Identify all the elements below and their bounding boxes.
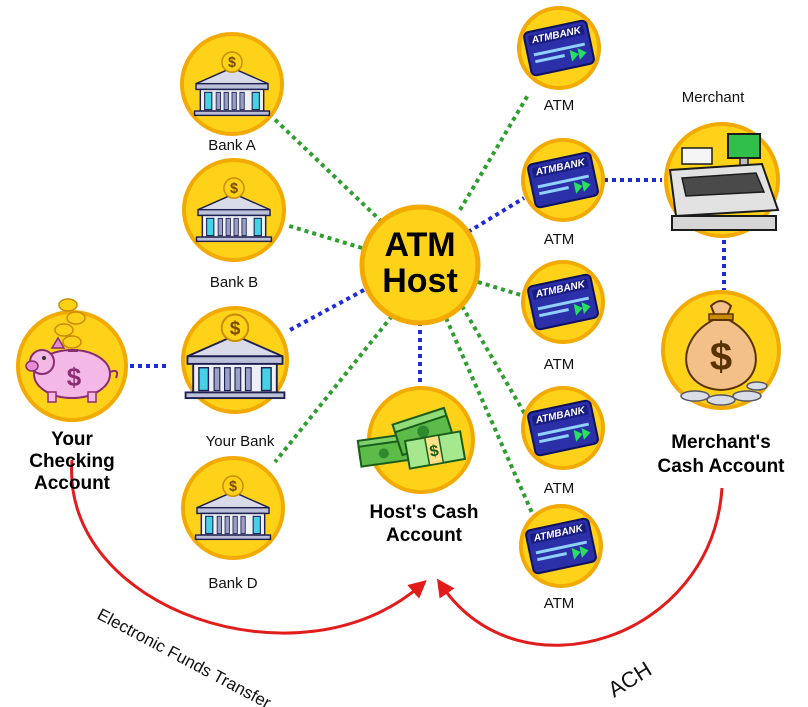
eft-flow-arrow [70,459,427,635]
network-links [130,93,726,541]
your-bank [181,306,289,414]
link-hub-atm-4 [460,304,528,418]
atm-2-label: ATM [544,231,575,248]
atm-host-line2: Host [382,262,458,300]
atm-2 [521,138,605,222]
atm-4 [521,386,605,470]
bank-b [182,158,286,262]
bank-d [181,456,285,560]
link-hub-bank-d [273,314,394,464]
link-hub-your-bank [289,288,365,332]
atm-4-label: ATM [544,480,575,497]
merchant-cash-label-line2: Cash Account [657,456,785,477]
atm-5 [519,504,603,588]
merchant-cash-label-line1: Merchant's [671,432,771,453]
atm-3-label: ATM [544,356,575,373]
checking-label-line1: Your [51,429,93,450]
svg-text:$: $ [428,442,440,460]
link-hub-atm-2 [466,196,526,234]
svg-text:$: $ [67,362,82,392]
bank-a-label: Bank A [208,137,256,154]
link-hub-atm-3 [477,280,525,298]
atm-host-hub: ATM Host [359,204,481,326]
merchant-node [664,122,780,238]
host-cash-label-line2: Account [386,525,463,546]
bank-b-label: Bank B [210,274,258,291]
atm-host-disc [359,204,481,326]
atm-3 [521,260,605,344]
eft-label: Electronic Funds Transfer [94,605,274,707]
link-hub-bank-a [263,108,384,224]
link-hub-atm-1 [458,93,530,212]
atm-1-label: ATM [544,97,575,114]
ach-flow-arrow [436,487,724,647]
atm-1 [517,6,601,90]
host-cash-label-line1: Host's Cash [369,502,478,523]
atm-5-label: ATM [544,595,575,612]
link-hub-bank-b [285,223,363,250]
host-cash-node: $ [356,386,475,494]
link-hub-atm-5 [444,317,546,541]
cash-stack-icon: $ [356,406,467,470]
money-bag-icon: $ [685,300,757,392]
svg-text:$: $ [710,335,732,379]
piggy-bank-icon: $ [25,336,119,403]
checking-label-line2: Checking [29,451,115,472]
merchant-cash-node: $ [661,290,781,410]
bank-a [180,32,284,136]
cash-register-icon [668,133,780,231]
your-bank-label: Your Bank [206,433,275,450]
falling-coins-icon [54,298,86,349]
ach-label: ACH [603,656,656,702]
checking-label-line3: Account [34,473,111,494]
merchant-label: Merchant [682,89,745,106]
bank-d-label: Bank D [208,575,257,592]
coin-pile-icon [680,381,768,406]
atm-host-line1: ATM [384,226,455,264]
